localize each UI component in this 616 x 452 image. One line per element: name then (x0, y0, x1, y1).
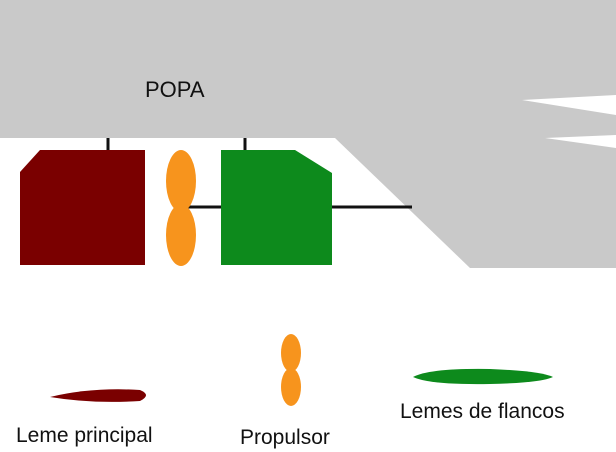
propeller-blade-bottom (166, 204, 196, 266)
legend-propeller: Propulsor (240, 334, 330, 449)
hull-label: POPA (145, 77, 205, 102)
flank-rudder (221, 150, 332, 265)
legend-propeller-label: Propulsor (240, 426, 330, 449)
propeller-symbol-top (281, 334, 301, 372)
legend-flank-rudders-label: Lemes de flancos (400, 400, 565, 423)
legend-flank-rudders: Lemes de flancos (400, 368, 565, 423)
hull-stern: POPA (0, 0, 616, 268)
legend-main-rudder-label: Leme principal (16, 424, 153, 447)
flank-rudder-symbol (413, 368, 553, 385)
propeller-blade-top (166, 150, 196, 212)
legend-main-rudder: Leme principal (16, 389, 153, 447)
propeller (166, 150, 196, 266)
main-rudder (20, 150, 145, 265)
hull-shape (0, 0, 616, 268)
propeller-symbol-bottom (281, 368, 301, 406)
main-rudder-symbol (50, 389, 146, 402)
